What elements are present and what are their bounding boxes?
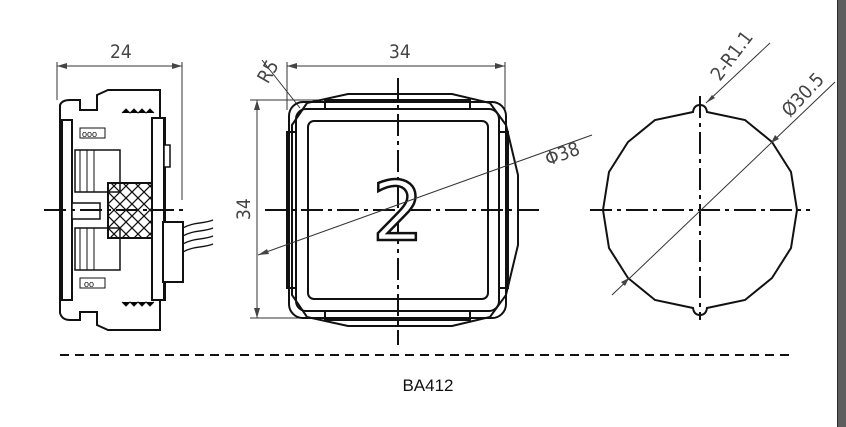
svg-text:oo: oo — [84, 279, 94, 289]
button-number: 2 — [372, 165, 424, 260]
outer-diameter-dim: Φ38 — [542, 138, 583, 171]
side-width-dim: 24 — [110, 41, 132, 63]
back-view: 2-R1.1 Ø30.5 — [590, 27, 836, 320]
radius-dim: R5 — [253, 56, 283, 87]
front-width-dim: 34 — [389, 41, 411, 63]
front-view: 34 R5 34 2 Φ38 — [233, 41, 593, 345]
notch-radius-dim: 2-R1.1 — [706, 27, 757, 85]
window-edge — [837, 0, 846, 427]
svg-text:ooo: ooo — [82, 129, 97, 139]
model-label: BA412 — [402, 376, 453, 395]
front-height-dim: 34 — [233, 198, 255, 220]
side-view: 24 ooo oo — [44, 41, 214, 331]
